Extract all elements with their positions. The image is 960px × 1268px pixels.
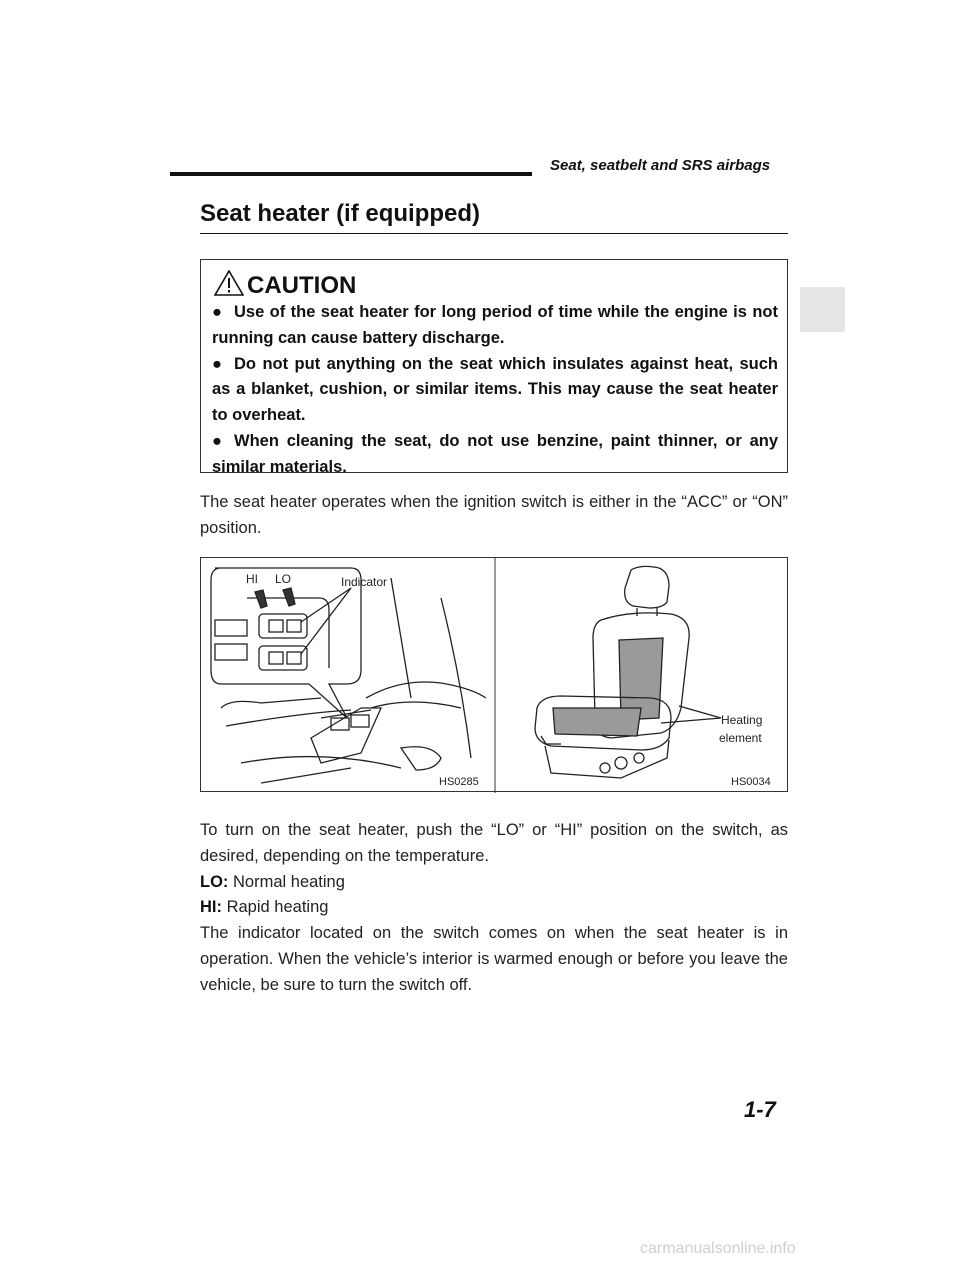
heating-element-label-line1: Heating (721, 713, 763, 727)
page-title: Seat heater (if equipped) (200, 200, 481, 227)
caution-box (200, 259, 788, 473)
warning-triangle-icon (214, 270, 244, 296)
body-text: To turn on the seat heater, push the “LO… (200, 818, 788, 999)
caution-item: ●Do not put anything on the seat which i… (212, 352, 778, 429)
indicator-paragraph: The indicator located on the switch come… (200, 924, 788, 994)
caution-label: CAUTION (247, 272, 357, 299)
hi-label: HI (246, 572, 258, 586)
caution-list: ●Use of the seat heater for long period … (212, 300, 778, 481)
section-tab (800, 287, 845, 332)
caution-item: ●When cleaning the seat, do not use benz… (212, 429, 778, 481)
intro-paragraph: The seat heater operates when the igniti… (200, 493, 788, 537)
bullet-icon: ● (212, 303, 222, 321)
running-header: Seat, seatbelt and SRS airbags (550, 157, 771, 174)
figure-panel: HI LO Indicator HS0285 Heating element H… (200, 557, 788, 793)
figure-illustration (210, 558, 722, 793)
lo-definition: LO: Normal heating (200, 872, 345, 891)
figure-code-right: HS0034 (731, 776, 771, 788)
hi-term: HI: (200, 898, 222, 917)
heating-element-label-line2: element (719, 731, 762, 745)
header-rule (170, 172, 532, 176)
hi-definition: HI: Rapid heating (200, 898, 329, 917)
page-number: 1-7 (744, 1097, 776, 1122)
seat-illustration (534, 565, 722, 779)
instruction-paragraph: To turn on the seat heater, push the “LO… (200, 821, 788, 865)
caution-item: ●Use of the seat heater for long period … (212, 300, 778, 352)
title-rule (200, 233, 788, 234)
figure-code-left: HS0285 (439, 776, 479, 788)
lo-term: LO: (200, 872, 229, 891)
bullet-icon: ● (212, 431, 222, 450)
bullet-icon: ● (212, 354, 222, 373)
indicator-label: Indicator (341, 575, 388, 589)
lo-label: LO (275, 572, 292, 586)
console-switch-illustration (210, 567, 487, 784)
footer-watermark: carmanualsonline.info (640, 1240, 796, 1257)
